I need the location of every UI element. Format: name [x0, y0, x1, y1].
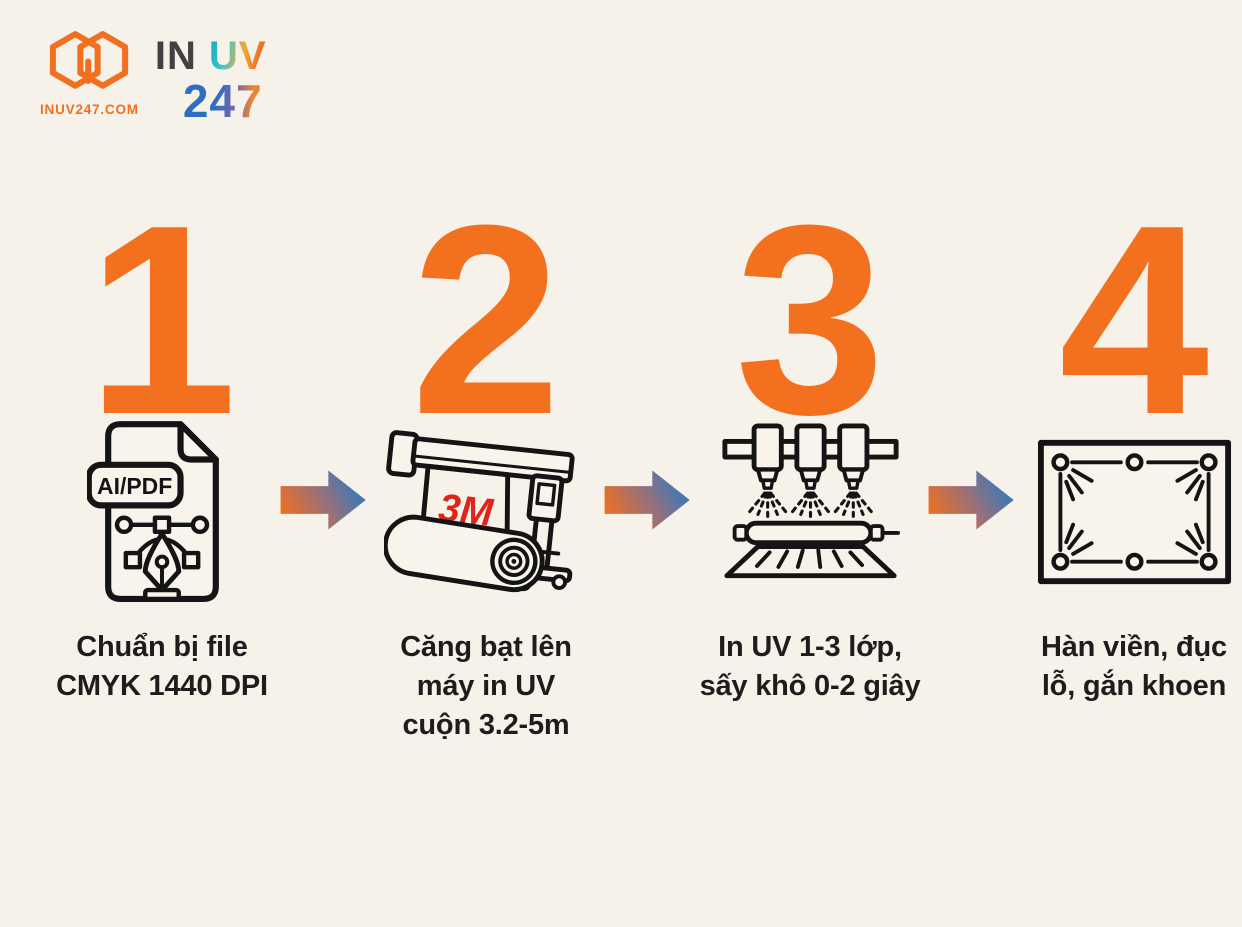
step-1-label: Chuẩn bị file CMYK 1440 DPI [56, 631, 268, 702]
banner-hem-grommets-icon [1037, 423, 1232, 601]
step-2-number: 2 [410, 170, 562, 471]
step-3-label: In UV 1-3 lớp, sấy khô 0-2 giây [699, 631, 921, 702]
gradient-arrow-icon [280, 470, 366, 530]
logo-word-uv: UV [208, 34, 267, 78]
step-3-number: 3 [734, 170, 886, 471]
step-2-label: Căng bạt lên máy in UV cuộn 3.2-5m [400, 631, 572, 741]
step-1: 1 AI/PDF [44, 170, 280, 706]
step-4: 4 [1016, 170, 1242, 706]
step-2: 2 3M [368, 170, 604, 745]
logo-word-247: 247 [183, 78, 267, 124]
double-hexagon-icon [50, 31, 129, 89]
process-steps-row: 1 AI/PDF [44, 170, 1242, 745]
arrow-3 [928, 467, 1016, 533]
ai-pdf-design-file-icon: AI/PDF [87, 421, 237, 602]
step-4-label: Hàn viền, đục lỗ, gắn khoen [1041, 631, 1227, 702]
logo-wordmark-line1: IN UV [155, 36, 267, 76]
gradient-arrow-icon [604, 470, 690, 530]
file-format-badge: AI/PDF [97, 473, 172, 499]
step-1-number: 1 [86, 170, 238, 471]
step-3: 3 [692, 170, 928, 706]
logo-mark: INUV247.COM [40, 28, 139, 117]
logo-wordmark: IN UV 247 [155, 28, 267, 124]
brand-logo: INUV247.COM IN UV 247 [40, 28, 267, 124]
logo-word-in: IN [154, 34, 197, 78]
uv-roll-printer-icon: 3M [383, 423, 589, 601]
uv-print-heads-curing-lamp-icon [713, 423, 908, 601]
logo-domain-text: INUV247.COM [40, 102, 139, 117]
gradient-arrow-icon [928, 470, 1014, 530]
arrow-1 [280, 467, 368, 533]
arrow-2 [604, 467, 692, 533]
step-4-number: 4 [1058, 170, 1210, 471]
